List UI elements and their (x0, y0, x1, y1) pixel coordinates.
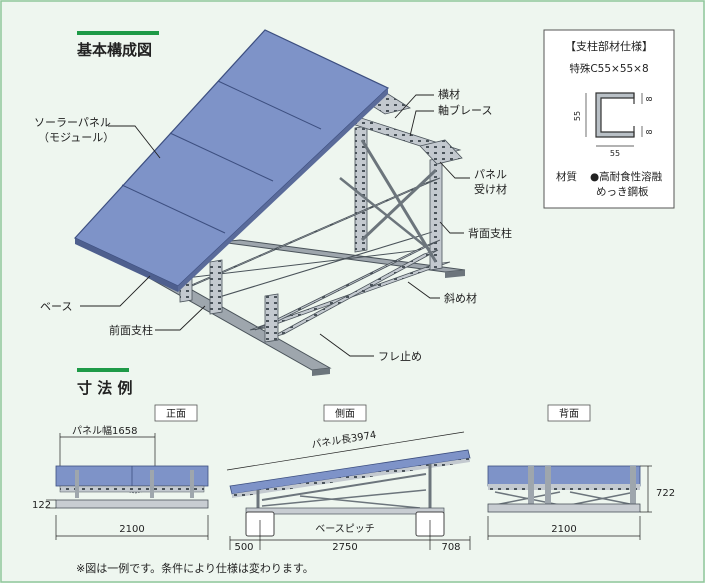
spec-dim-height: 55 (573, 111, 582, 121)
spec-material-label: 材質 (556, 170, 577, 183)
label-diagonal: 斜め材 (444, 291, 477, 305)
side-right: 708 (441, 542, 460, 553)
spec-model: 特殊C55×55×8 (569, 62, 648, 75)
back-view: 背面 722 2100 (487, 404, 675, 540)
spec-dim-lip-top: 8 (645, 96, 654, 101)
title-accent-bar-2 (77, 368, 129, 372)
spec-title: 【支柱部材仕様】 (565, 39, 653, 53)
spec-material-1: ●高耐食性溶融 (590, 170, 663, 183)
side-view-title: 側面 (335, 407, 355, 420)
spec-dim-width: 55 (610, 149, 620, 158)
label-sway-stop: フレ止め (378, 350, 422, 363)
side-middle: 2750 (332, 542, 357, 553)
section-title-basic: 基本構成図 (76, 41, 152, 59)
section-title-dim: 寸 法 例 (77, 379, 132, 397)
label-back-post: 背面支柱 (468, 226, 512, 240)
spec-material-2: めっき鋼板 (596, 185, 649, 198)
footnote: ※図は一例です。条件により仕様は変わります。 (76, 561, 314, 575)
label-solar-panel-1: ソーラーパネル (34, 116, 111, 129)
leader-lines (80, 94, 470, 357)
spec-box: 【支柱部材仕様】 特殊C55×55×8 55 55 8 8 材質 ●高耐食性溶融… (543, 29, 675, 209)
spec-dim-lip-bottom: 8 (645, 129, 654, 134)
label-panel-support-2: 受け材 (474, 182, 507, 196)
front-view: 正面 パネル幅1658 122 2100 (32, 404, 209, 540)
front-width: 2100 (119, 524, 144, 535)
label-front-post: 前面支柱 (109, 323, 153, 337)
label-base: ベース (40, 300, 72, 313)
label-solar-panel-2: （モジュール） (38, 131, 114, 144)
back-width: 2100 (551, 524, 576, 535)
title-accent-bar (77, 31, 159, 35)
label-yokozai: 横材 (438, 87, 460, 101)
front-panel-width: パネル幅1658 (72, 424, 137, 437)
label-panel-support-1: パネル (474, 168, 507, 181)
side-left: 500 (234, 542, 253, 553)
front-height: 122 (32, 500, 51, 511)
back-height: 722 (656, 488, 675, 499)
structure-illustration (74, 29, 466, 376)
label-jiku-brace: 軸ブレース (438, 103, 492, 117)
front-view-title: 正面 (166, 409, 186, 420)
side-base-pitch: ベースピッチ (315, 523, 375, 535)
back-view-title: 背面 (559, 407, 579, 420)
